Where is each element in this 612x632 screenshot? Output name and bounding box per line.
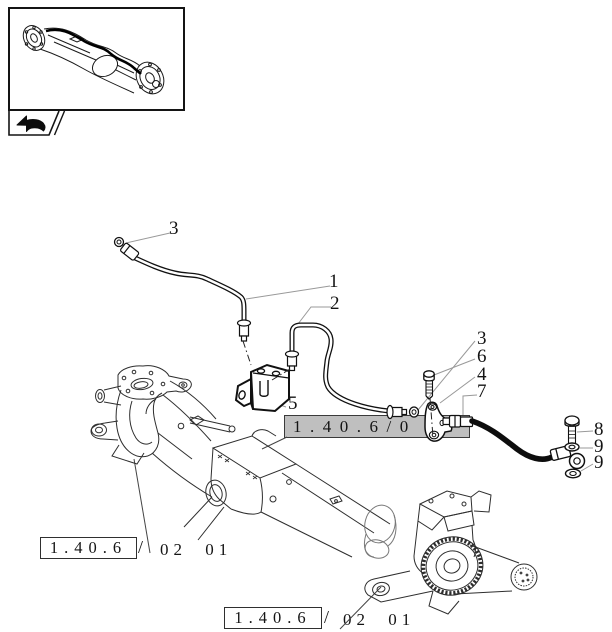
pipe-1-top-fitting [120,242,140,261]
callout-5[interactable]: 5 [288,393,298,414]
callout-9-upper[interactable]: 9 [594,436,604,457]
callout-7[interactable]: 7 [477,381,487,402]
callout-8[interactable]: 8 [594,419,604,440]
hub-ghost-part [363,504,397,559]
figure-ref-bottom-center-slash: / [324,607,330,627]
washer-9-lower [564,468,582,479]
pipe-2-left-fitting [284,350,300,372]
callout-4[interactable]: 4 [477,364,487,385]
banjo-bolt-8 [564,415,580,446]
nav-tab-outline [8,110,60,136]
figure-ref-bottom-left-slash: / [138,537,144,557]
figure-ref-highlighted[interactable]: 1.40.6/0 [284,415,470,438]
callout-3-top[interactable]: 3 [169,218,179,239]
axle-housing [90,365,391,558]
back-nav-tab[interactable] [8,110,80,138]
nav-tab-diagonal [53,110,66,136]
figure-ref-bottom-left-box[interactable]: 1.40.6 [40,537,137,559]
hub-ring-gear [420,536,484,596]
bolt-6 [423,370,435,400]
banjo-eye [568,452,586,470]
callout-3-mid[interactable]: 3 [477,328,487,349]
callout-6[interactable]: 6 [477,346,487,367]
thumbnail-highlighted-pipe [45,28,142,75]
callout-9-lower[interactable]: 9 [594,452,604,473]
pipe-1 [113,236,252,342]
nut-3-top [113,236,125,248]
callout-1[interactable]: 1 [329,271,339,292]
back-arrow-icon [16,115,46,132]
pipe-2 [284,322,408,420]
washer-9-upper [564,442,580,452]
figure-ref-bottom-center-suffix[interactable]: 02 01 [343,610,416,629]
hose-end-fitting [549,445,572,461]
callout-2[interactable]: 2 [330,293,340,314]
pipe-1-bottom-fitting [236,319,252,342]
bracket-5 [234,363,290,413]
reference-leader-lines [133,436,382,630]
thumbnail-axle-art [22,25,165,95]
figure-ref-bottom-center-box[interactable]: 1.40.6 [224,607,322,629]
hub-assembly [363,490,538,615]
figure-ref-bottom-left-suffix[interactable]: 02 01 [160,540,233,559]
assembly-thumbnail[interactable] [8,7,185,111]
